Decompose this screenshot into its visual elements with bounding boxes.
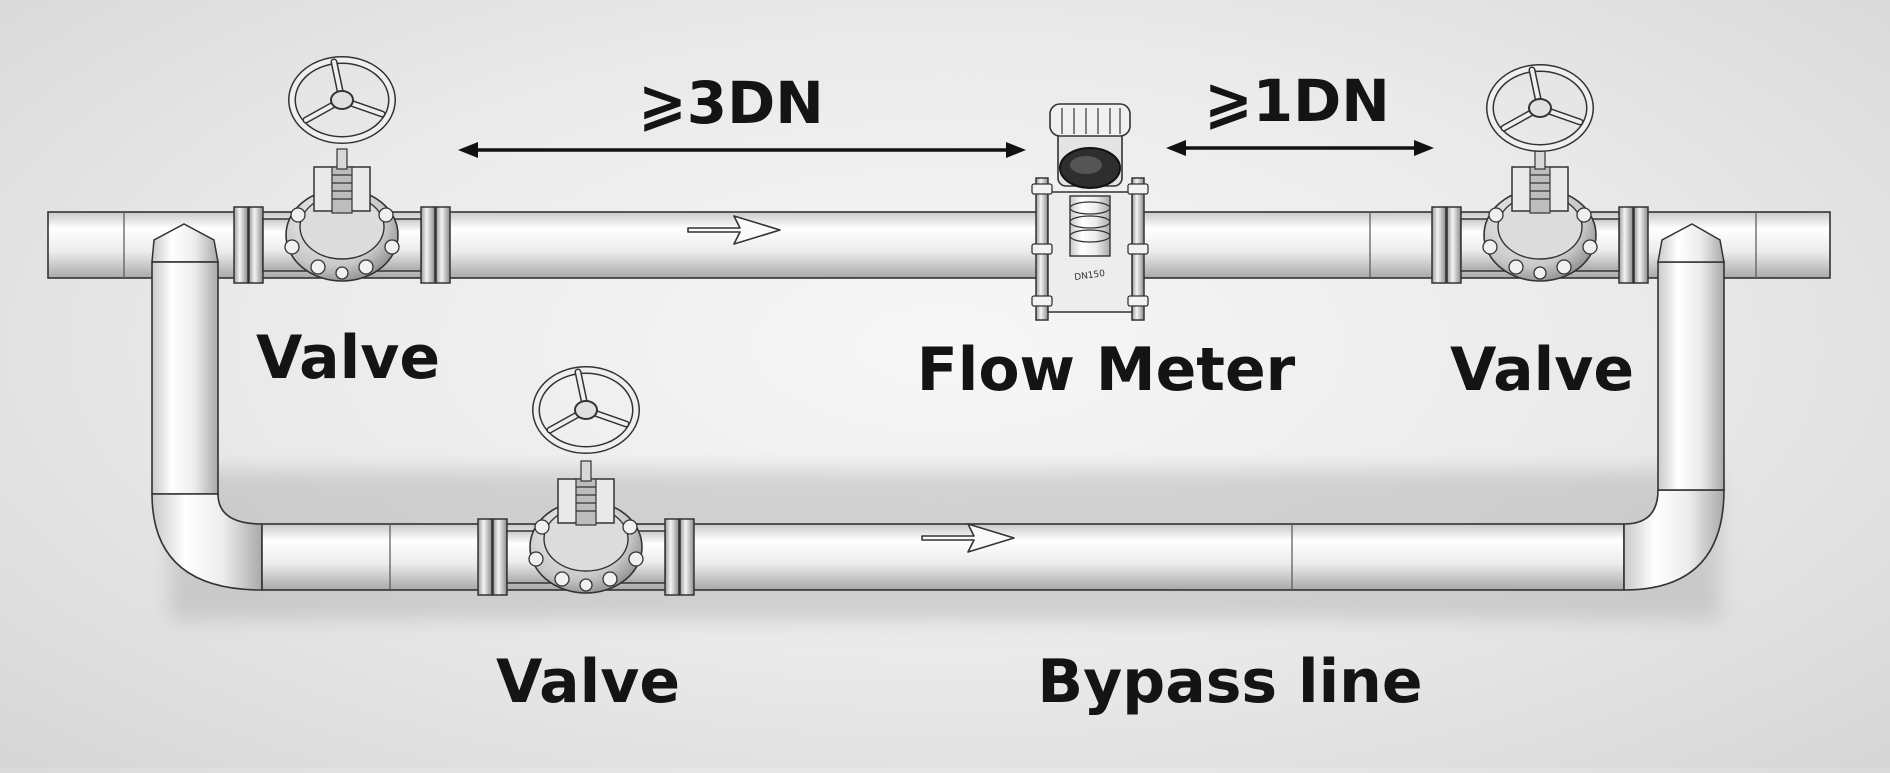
bypass-line-label: Bypass line	[1037, 647, 1423, 717]
bypass-pipe	[151, 223, 1725, 591]
handwheel-icon	[1490, 68, 1590, 148]
valve-label-downstream: Valve	[1449, 335, 1635, 405]
meter-plate-text: DN150	[1074, 269, 1106, 283]
downstream-valve	[1431, 68, 1649, 284]
flow-meter: DN150	[1031, 103, 1149, 321]
dimension-arrow-icon	[1166, 140, 1434, 156]
dimension-arrow-icon	[458, 142, 1026, 158]
handwheel-icon	[536, 370, 636, 450]
handwheel-icon	[292, 60, 392, 140]
upstream-distance-label: ⩾3DN	[638, 69, 824, 137]
valve-label-upstream: Valve	[255, 323, 441, 393]
downstream-distance-label: ⩾1DN	[1204, 67, 1390, 135]
flow-meter-label: Flow Meter	[916, 335, 1296, 405]
valve-label-bypass: Valve	[495, 647, 681, 717]
upstream-valve	[233, 60, 451, 284]
